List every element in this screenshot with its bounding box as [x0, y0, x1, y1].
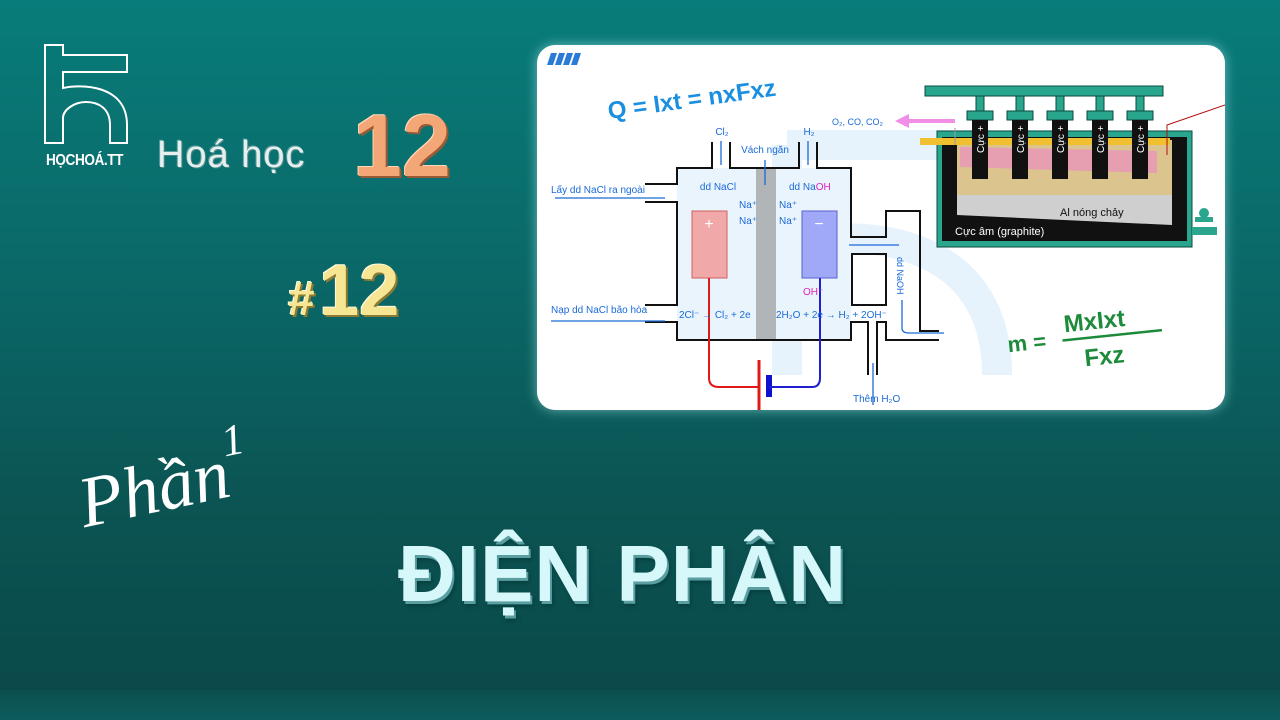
- membrane: [756, 168, 776, 340]
- lesson-title: ĐIỆN PHÂN: [398, 529, 848, 618]
- part-word: Phần: [71, 433, 237, 543]
- anode-label: Cực +: [1056, 125, 1067, 153]
- cathode-solution-label: dd NaOH: [789, 182, 831, 193]
- gas-arrow-head: [895, 114, 909, 128]
- molten-al-layer: [957, 195, 1172, 225]
- anode-wire: [708, 278, 759, 388]
- anode-3: Cực +: [1046, 95, 1074, 179]
- na-ion-left-1: Na⁺: [739, 200, 757, 211]
- cathode-solution-suffix: OH: [816, 182, 831, 193]
- mass-formula: m = MxIxt Fxz: [1006, 305, 1163, 372]
- hochoa-logo-icon: [44, 44, 128, 144]
- anode-reaction: 2Cl⁻ → Cl₂ + 2e: [679, 310, 751, 321]
- part-label: Phần1: [68, 413, 259, 545]
- crust-layer: [920, 138, 1170, 145]
- charge-formula: Q = Ixt = nxFxz: [606, 75, 778, 125]
- cathode-solution-prefix: dd Na: [789, 182, 816, 193]
- anode-label: Cực +: [1096, 125, 1107, 153]
- episode-value: 12: [319, 251, 400, 331]
- cathode-reaction: 2H₂O + 2e → H₂ + 2OH⁻: [776, 310, 887, 321]
- episode-number: # 12: [288, 250, 399, 332]
- cl2-label: Cl₂: [715, 127, 728, 138]
- channel-logo-icon: [547, 53, 581, 65]
- water-inlet-label: Thêm H₂O: [853, 394, 900, 405]
- na-ion-right-1: Na⁺: [779, 200, 797, 211]
- anode-5: Cực +: [1126, 95, 1154, 179]
- probe-wire: [1166, 104, 1225, 155]
- h2-label: H₂: [803, 127, 814, 138]
- anode-bus-bar: [924, 85, 1164, 97]
- naoh-outlet-label: dd NaOH: [895, 257, 905, 295]
- anode-label: Cực +: [1136, 125, 1147, 153]
- hydroxide-label: OH⁻: [803, 287, 823, 298]
- molten-al-label: Al nóng chảy: [1060, 207, 1124, 219]
- flow-arrows: [551, 141, 944, 405]
- anode-label: Cực +: [976, 125, 987, 153]
- na-ion-left-2: Na⁺: [739, 216, 757, 227]
- grade-number: 12: [353, 96, 451, 195]
- diagram-card: Q = Ixt = nxFxz + − Cl₂ H₂ Vách ngăn dd …: [537, 45, 1225, 410]
- anodes: Cực + Cực + Cực + Cực + Cực +: [966, 95, 1154, 179]
- membrane-label: Vách ngăn: [741, 145, 789, 156]
- subject-title: Hoá học: [157, 134, 306, 176]
- cell-walls: [645, 142, 939, 375]
- outlet-label: Lấy dd NaCl ra ngoài: [551, 184, 645, 196]
- mass-formula-prefix: m =: [1006, 328, 1047, 357]
- cathode-wire: [769, 278, 821, 388]
- mass-formula-numerator: MxIxt: [1062, 305, 1126, 338]
- tap-icon: [1192, 208, 1217, 235]
- logo-text: HỌCHOÁ.TT: [46, 152, 124, 169]
- anode-sign: +: [704, 216, 713, 233]
- electrolysis-diagram: Q = Ixt = nxFxz + − Cl₂ H₂ Vách ngăn dd …: [547, 53, 1225, 410]
- anode-2: Cực +: [1006, 95, 1034, 179]
- cathode-graphite-label: Cực âm (graphite): [955, 226, 1044, 238]
- gases-label: O₂, CO, CO₂: [832, 117, 883, 127]
- na-ion-right-2: Na⁺: [779, 216, 797, 227]
- anode-1: Cực +: [966, 95, 994, 179]
- anode-solution-label: dd NaCl: [700, 182, 736, 193]
- inlet-label: Nạp dd NaCl bão hòa: [551, 305, 648, 316]
- bottom-band: [0, 690, 1280, 720]
- cathode-sign: −: [814, 216, 823, 233]
- episode-hash: #: [288, 273, 315, 326]
- mass-formula-denominator: Fxz: [1083, 341, 1126, 372]
- anode-label: Cực +: [1016, 125, 1027, 153]
- anode-4: Cực +: [1086, 95, 1114, 179]
